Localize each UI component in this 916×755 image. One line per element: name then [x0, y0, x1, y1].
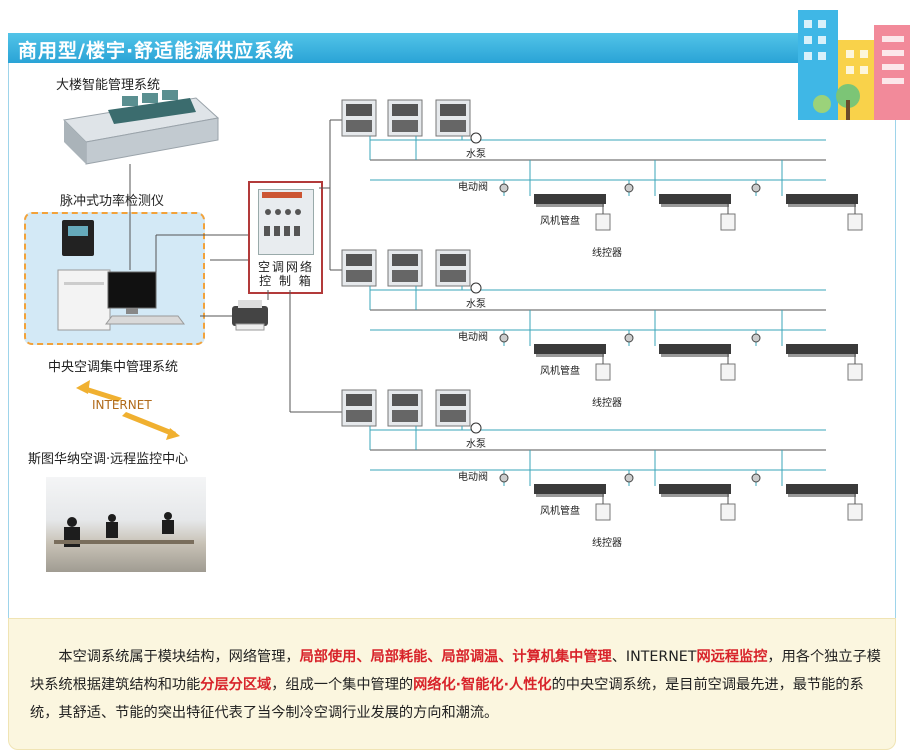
controller-label: 线控器 — [592, 534, 622, 549]
fancoil-grille — [788, 204, 856, 207]
unit-fan — [392, 394, 418, 406]
unit-fan — [346, 410, 372, 422]
unit-fan — [440, 104, 466, 116]
pump-label: 水泵 — [466, 435, 486, 450]
fancoil-grille — [536, 354, 604, 357]
fancoil-grille — [788, 354, 856, 357]
desc-part-2: 、INTERNET — [612, 649, 697, 665]
fancoil-grille — [536, 204, 604, 207]
wall-controller-icon — [848, 364, 862, 380]
wall-controller-icon — [596, 504, 610, 520]
cabinet-controls — [262, 192, 302, 236]
central-label: 中央空调集中管理系统 — [48, 356, 178, 375]
wall-controller-icon — [721, 364, 735, 380]
unit-fan — [346, 120, 372, 132]
pump-label: 水泵 — [466, 295, 486, 310]
desc-highlight-4: 网络化·智能化·人性化 — [413, 677, 551, 693]
desc-highlight-2: 网远程监控 — [696, 649, 767, 665]
unit-fan — [440, 270, 466, 282]
power-meter-icon — [62, 220, 94, 256]
desc-highlight-1: 局部使用、局部耗能、局部调温、计算机集中管理 — [300, 649, 612, 665]
wall-controller-icon — [596, 364, 610, 380]
fancoil-unit — [534, 194, 606, 204]
pump-icon — [471, 423, 481, 433]
pump-icon — [471, 133, 481, 143]
unit-fan — [440, 410, 466, 422]
fancoil-unit — [659, 194, 731, 204]
wall-controller-icon — [848, 214, 862, 230]
valve-icon — [625, 474, 633, 482]
desc-part-1: 本空调系统属于模块结构，网络管理， — [58, 649, 299, 665]
fancoil-grille — [536, 494, 604, 497]
fancoil-grille — [788, 494, 856, 497]
internet-label: INTERNET — [92, 398, 152, 412]
controller-label: 线控器 — [592, 244, 622, 259]
fancoil-unit — [659, 484, 731, 494]
fancoil-unit — [534, 344, 606, 354]
valve-icon — [500, 334, 508, 342]
bms-console-icon — [64, 90, 218, 164]
wall-controller-icon — [721, 214, 735, 230]
photo-people — [54, 512, 194, 547]
valve-label: 电动阀 — [458, 178, 488, 193]
valve-icon — [752, 474, 760, 482]
fancoil-grille — [661, 354, 729, 357]
valve-icon — [500, 474, 508, 482]
unit-fan — [346, 104, 372, 116]
valve-icon — [500, 184, 508, 192]
unit-fan — [440, 254, 466, 266]
valve-icon — [752, 334, 760, 342]
meter-label: 脉冲式功率检测仪 — [60, 190, 164, 209]
unit-fan — [346, 270, 372, 282]
controller-label: 线控器 — [592, 394, 622, 409]
pump-label: 水泵 — [466, 145, 486, 160]
unit-fan — [392, 104, 418, 116]
fancoil-unit — [786, 344, 858, 354]
fancoil-unit — [786, 194, 858, 204]
valve-label: 电动阀 — [458, 468, 488, 483]
description-text: 本空调系统属于模块结构，网络管理，局部使用、局部耗能、局部调温、计算机集中管理、… — [30, 643, 882, 727]
unit-fan — [392, 410, 418, 422]
valve-label: 电动阀 — [458, 328, 488, 343]
fancoil-grille — [661, 204, 729, 207]
unit-fan — [346, 254, 372, 266]
desc-part-4: ，组成一个集中管理的 — [271, 677, 413, 693]
desc-highlight-3: 分层分区域 — [200, 677, 271, 693]
fancoil-unit — [659, 344, 731, 354]
fancoil-label: 风机管盘 — [540, 502, 580, 517]
remote-center-label: 斯图华纳空调·远程监控中心 — [28, 448, 188, 467]
printer-icon — [232, 300, 268, 330]
unit-fan — [440, 394, 466, 406]
valve-icon — [625, 184, 633, 192]
wall-controller-icon — [848, 504, 862, 520]
hvac-branches — [342, 100, 862, 520]
valve-icon — [625, 334, 633, 342]
bms-label: 大楼智能管理系统 — [56, 74, 160, 93]
fancoil-grille — [661, 494, 729, 497]
fancoil-label: 风机管盘 — [540, 212, 580, 227]
wall-controller-icon — [721, 504, 735, 520]
unit-fan — [392, 270, 418, 282]
pump-icon — [471, 283, 481, 293]
wall-controller-icon — [596, 214, 610, 230]
unit-fan — [440, 120, 466, 132]
fancoil-label: 风机管盘 — [540, 362, 580, 377]
fancoil-unit — [786, 484, 858, 494]
unit-fan — [392, 254, 418, 266]
fancoil-unit — [534, 484, 606, 494]
unit-fan — [392, 120, 418, 132]
valve-icon — [752, 184, 760, 192]
buildings-icon — [798, 10, 910, 120]
unit-fan — [346, 394, 372, 406]
computer-icon — [58, 270, 184, 330]
